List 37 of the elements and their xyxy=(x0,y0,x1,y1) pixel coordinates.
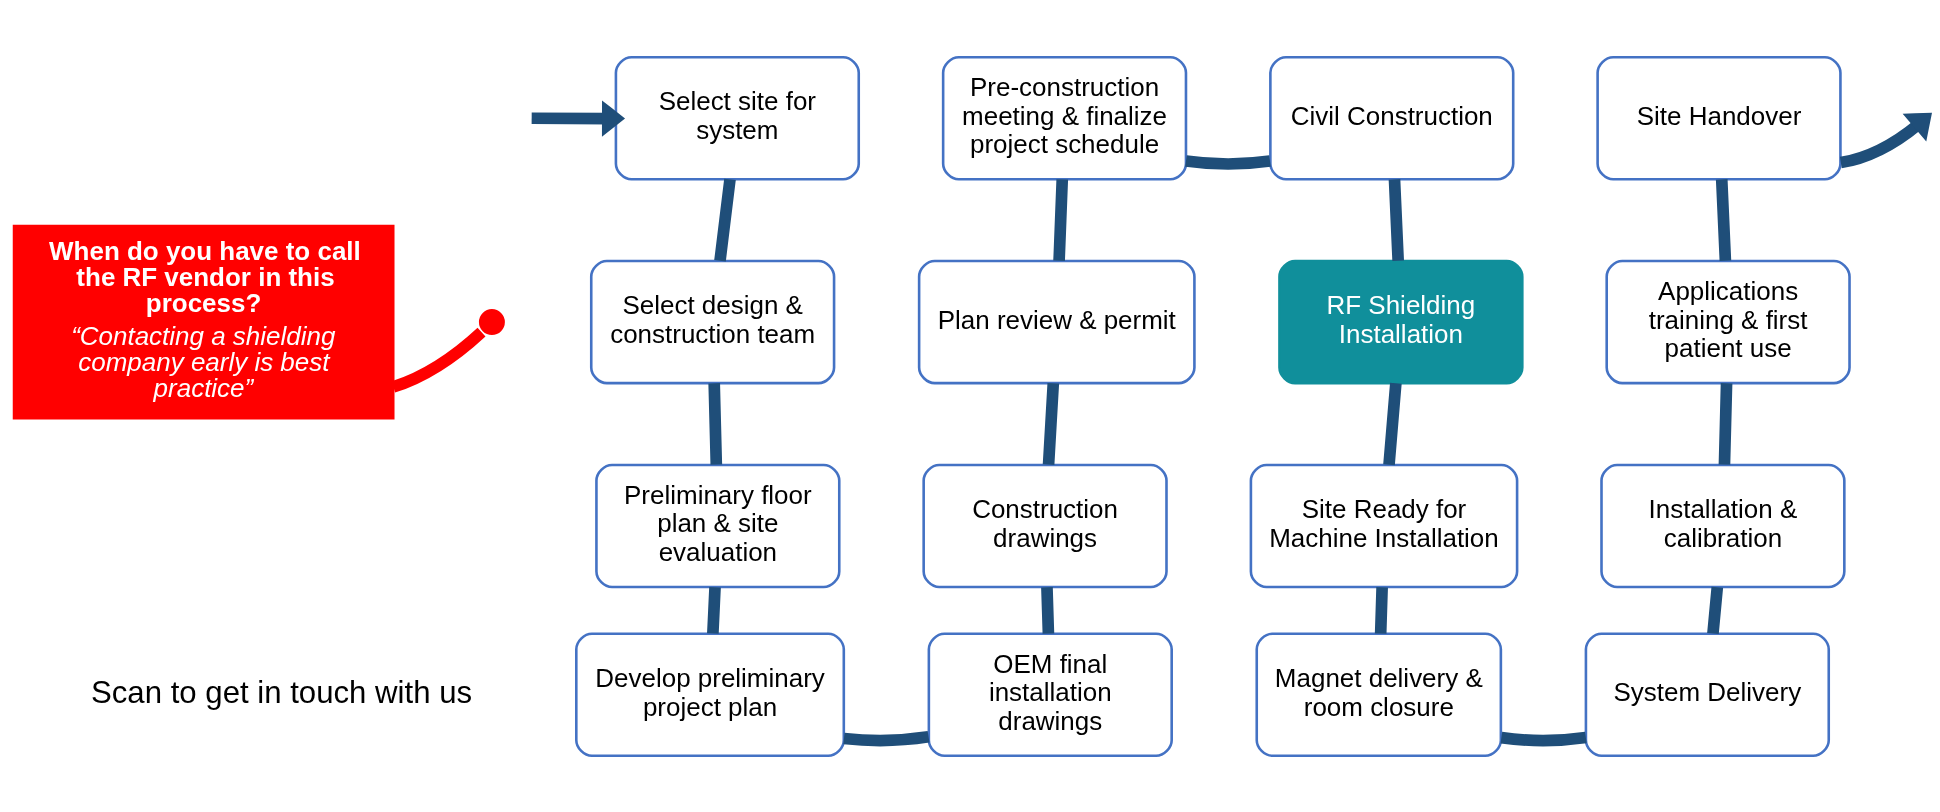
node-box: Installation & calibration xyxy=(1600,463,1846,588)
arrow xyxy=(1839,112,1932,168)
node-box: When do you have to call the RF vendor in this process? “Contacting a shielding company early is best practice” xyxy=(12,224,395,419)
node-box: OEM final installation drawings xyxy=(927,631,1173,757)
arrow xyxy=(531,99,626,137)
node-box: Magnet delivery & room closure xyxy=(1255,631,1503,757)
connector xyxy=(1041,586,1055,634)
node-box: Applications training & first patient use xyxy=(1605,259,1851,384)
connector xyxy=(391,327,486,392)
connector xyxy=(1383,382,1402,465)
node-box: Select site for system xyxy=(614,55,861,181)
node-box: System Delivery xyxy=(1584,631,1831,757)
connector xyxy=(1053,178,1069,261)
connector xyxy=(708,382,723,465)
node-box: Develop preliminary project plan xyxy=(575,631,846,757)
connector xyxy=(1388,178,1404,261)
connector xyxy=(1042,382,1060,465)
node-box: Preliminary floor plan & site evaluation xyxy=(595,463,841,588)
node-box: Select design & construction team xyxy=(589,259,836,384)
connector xyxy=(1374,586,1388,634)
node-box: Site Handover xyxy=(1596,55,1842,181)
node-box: RF Shielding Installation xyxy=(1278,259,1524,384)
node-box: Civil Construction xyxy=(1269,55,1515,181)
connector xyxy=(1707,586,1724,634)
label: Scan to get in touch with us xyxy=(91,674,473,710)
node-box: Site Ready for Machine Installation xyxy=(1249,463,1519,588)
connector xyxy=(1715,178,1732,261)
connector xyxy=(843,730,930,746)
node-box: Construction drawings xyxy=(922,463,1168,588)
node-box: Pre-construction meeting & finalize project schedule xyxy=(941,55,1188,181)
connector xyxy=(707,586,721,634)
connector xyxy=(714,178,736,262)
node-box: Plan review & permit xyxy=(917,259,1196,384)
connector xyxy=(1185,154,1271,170)
connector xyxy=(1718,382,1733,465)
node-circle xyxy=(476,306,508,338)
connector xyxy=(1500,731,1587,746)
